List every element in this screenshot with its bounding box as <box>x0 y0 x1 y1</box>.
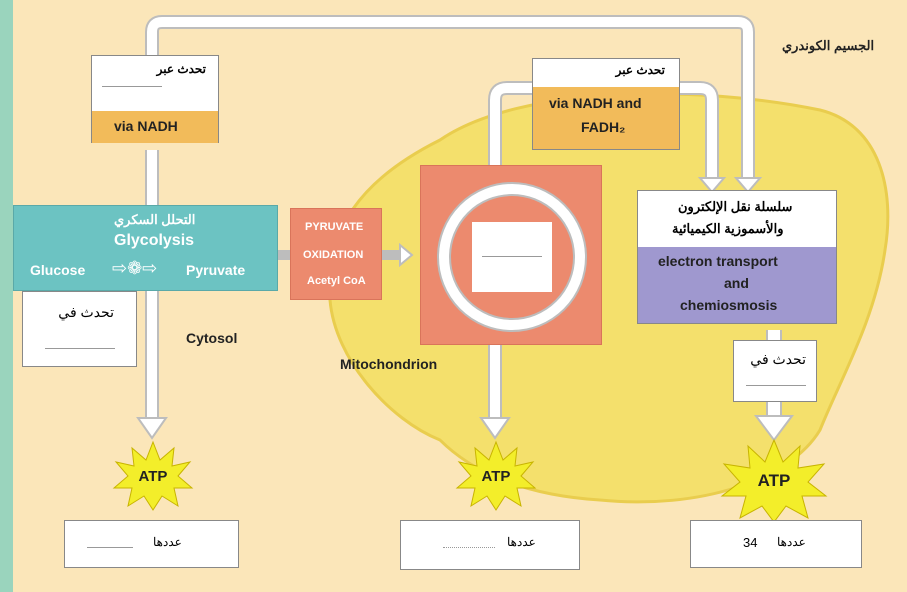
arrowhead-etc-1 <box>733 177 763 194</box>
etc-line1: electron transport <box>658 253 778 269</box>
etc-arabic-title-2: والأسموزية الكيميائية <box>672 221 784 236</box>
nadh-box-mid: تحدث عبر via NADH and FADH₂ <box>532 58 680 150</box>
glucose-label: Glucose <box>30 262 86 278</box>
pyruvate-oxidation-line2: OXIDATION <box>303 249 364 261</box>
atp-label-right: ATP <box>757 471 791 490</box>
answer-box-right[interactable]: 34 عددها <box>690 520 862 568</box>
cycle-answer-blank <box>482 256 542 257</box>
glycolysis-title: Glycolysis <box>114 232 195 249</box>
occurs-in-left-label: تحدث في <box>58 304 114 320</box>
glycolysis-arabic-title: التحلل السكري <box>114 212 196 227</box>
nadh-box-left-blank <box>102 86 162 87</box>
answer-box-right-label: عددها <box>777 535 806 549</box>
nadh-box-mid-arabic: تحدث عبر <box>615 63 665 77</box>
occurs-in-box-right: تحدث في <box>733 340 817 402</box>
pyruvate-oxidation-line1: PYRUVATE <box>305 221 364 233</box>
etc-line2: and <box>724 275 749 291</box>
answer-box-left-blank <box>87 547 133 548</box>
nadh-box-left-label: via NADH <box>114 118 178 134</box>
occurs-in-right-label: تحدث في <box>750 351 806 367</box>
glycolysis-arrow: ⇨❁⇨ <box>112 258 158 278</box>
nadh-box-mid-line1: via NADH and <box>549 95 642 111</box>
etc-line3: chemiosmosis <box>680 297 778 313</box>
glycolysis-box: التحلل السكري Glycolysis Glucose ⇨❁⇨ Pyr… <box>13 205 278 291</box>
nadh-box-left-bar: via NADH <box>92 111 218 143</box>
etc-purple-panel: electron transport and chemiosmosis <box>638 247 836 323</box>
answer-box-mid-blank <box>443 547 495 548</box>
atp-label-mid: ATP <box>481 467 511 485</box>
occurs-in-right-blank <box>746 385 806 386</box>
atp-star-left: ATP <box>112 440 194 512</box>
occurs-in-box-left: تحدث في <box>22 291 137 367</box>
atp-star-mid: ATP <box>455 440 537 512</box>
arrowhead-krebs-atp <box>479 417 511 440</box>
pyruvate-label: Pyruvate <box>186 262 246 278</box>
etc-arabic-title-1: سلسلة نقل الإلكترون <box>678 199 793 214</box>
nadh-box-mid-bar: via NADH and FADH₂ <box>533 87 679 149</box>
answer-box-mid[interactable]: عددها <box>400 520 580 570</box>
nadh-box-left: تحدث عبر via NADH <box>91 55 219 143</box>
answer-box-left[interactable]: عددها <box>64 520 239 568</box>
mitochondrion-label: Mitochondrion <box>340 356 438 372</box>
answer-box-left-label: عددها <box>153 535 182 549</box>
mitochondrion-arabic-label: الجسيم الكوندري <box>782 38 875 53</box>
cycle-ring <box>437 182 587 332</box>
citric-acid-cycle-box <box>420 165 602 345</box>
atp-label-left: ATP <box>138 467 168 485</box>
answer-box-mid-label: عددها <box>507 535 536 549</box>
nadh-box-mid-line2: FADH₂ <box>581 119 626 135</box>
atp-star-right: ATP <box>720 438 828 524</box>
pyruvate-oxidation-box: PYRUVATE OXIDATION Acetyl CoA <box>290 208 382 300</box>
occurs-in-left-blank <box>45 348 115 349</box>
answer-box-right-number: 34 <box>743 535 758 550</box>
cycle-answer-box <box>472 222 552 292</box>
etc-box: سلسلة نقل الإلكترون والأسموزية الكيميائي… <box>637 190 837 324</box>
cytosol-label: Cytosol <box>186 330 238 346</box>
pyruvate-oxidation-line3: Acetyl CoA <box>307 275 366 287</box>
nadh-box-left-arabic: تحدث عبر <box>156 62 206 76</box>
